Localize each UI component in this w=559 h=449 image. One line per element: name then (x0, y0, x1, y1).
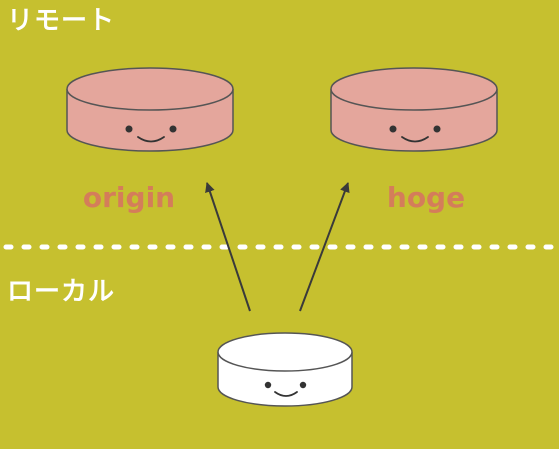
origin-repo-icon (66, 67, 234, 152)
local-zone-label: ローカル (7, 277, 116, 307)
arrow-to-origin (205, 182, 251, 312)
origin-label: origin (82, 181, 176, 214)
hoge-label: hoge (386, 181, 466, 214)
hoge-face-icon (389, 125, 441, 143)
hoge-repo-icon (330, 67, 498, 152)
local-face-icon (264, 381, 307, 397)
origin-face-icon (125, 125, 177, 143)
remote-zone-label: リモート (7, 6, 116, 36)
local-repo-icon (217, 332, 353, 407)
arrow-to-hoge (299, 182, 350, 312)
